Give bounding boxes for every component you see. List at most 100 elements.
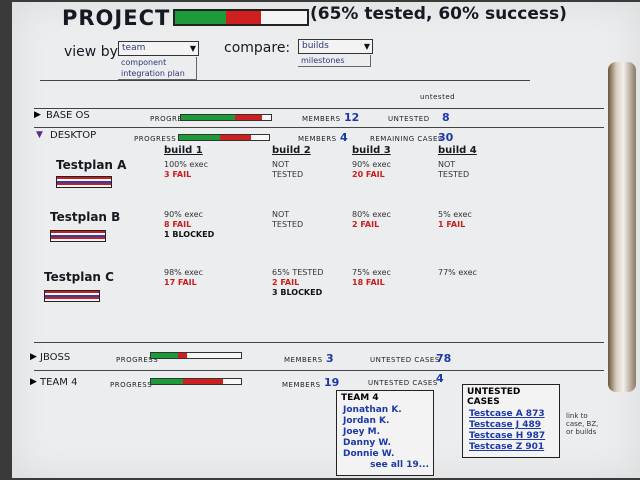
member-link[interactable]: Jonathan K. [343,405,402,415]
compare-options: milestones [298,55,371,67]
progress-pass-fill [181,115,235,120]
build-header[interactable]: build 4 [438,145,477,156]
member-link[interactable]: Joey M. [343,427,381,437]
group-name[interactable]: JBOSS [40,352,71,363]
execution-status: 90% exec [352,160,391,169]
view-by-option[interactable]: integration plan [121,69,185,78]
chevron-down-icon: ▼ [189,44,196,53]
divider [34,370,604,371]
fail-count[interactable]: 2 FAIL [272,278,300,287]
result-cell[interactable]: 77% exec [438,268,477,278]
build-header[interactable]: build 2 [272,145,311,156]
execution-status: 5% exec [438,210,472,219]
execution-status: NOT [438,160,456,169]
expand-arrow-icon[interactable]: ▶ [30,352,37,362]
group-name[interactable]: DESKTOP [50,130,97,141]
untested-cases-popup: UNTESTED CASES Testcase A 873 Testcase J… [462,384,560,458]
blocked-count[interactable]: 1 BLOCKED [164,230,215,239]
members-label: MEMBERS [302,115,341,123]
progress-fail-fill [182,379,223,384]
view-by-option[interactable]: component [121,58,167,67]
group-progress-bar [150,378,242,385]
group-progress-bar [180,114,272,121]
fail-count[interactable]: 1 FAIL [438,220,466,229]
member-link[interactable]: Donnie W. [343,449,395,459]
group-progress-bar [150,352,242,359]
testcase-link[interactable]: Testcase J 489 [469,420,541,430]
divider [34,127,604,128]
see-all-link[interactable]: see all 19... [370,460,429,470]
divider [34,108,604,109]
expand-arrow-icon[interactable]: ▶ [30,377,37,387]
untested-label: UNTESTED [388,115,430,123]
untested-count[interactable]: 78 [436,352,452,365]
progress-pass-fill [151,353,178,358]
testplan-name[interactable]: Testplan B [50,210,121,224]
project-progress-bar [173,9,309,26]
testplan-name[interactable]: Testplan A [56,158,127,172]
collapse-arrow-icon[interactable]: ▼ [36,130,43,140]
compare-select[interactable]: builds ▼ [298,39,373,54]
progress-pass-fill [179,135,220,140]
link-note: link to case, BZ, or builds [566,412,599,436]
blocked-count[interactable]: 3 BLOCKED [272,288,323,297]
fail-count[interactable]: 2 FAIL [352,220,380,229]
compare-option[interactable]: milestones [301,56,345,65]
execution-status: 75% exec [352,268,391,277]
members-count[interactable]: 3 [326,352,334,365]
untested-count[interactable]: 8 [442,111,450,124]
members-label: MEMBERS [282,381,321,389]
untested-label: UNTESTED CASES [368,379,438,387]
testcase-link[interactable]: Testcase Z 901 [469,442,545,452]
divider [40,80,530,81]
team-members-popup: TEAM 4 Jonathan K. Jordan K. Joey M. Dan… [336,390,434,476]
progress-label: PROGRESS [150,115,193,123]
fail-count[interactable]: 8 FAIL [164,220,192,229]
fail-count[interactable]: 3 FAIL [164,170,192,179]
view-by-select[interactable]: team ▼ [118,41,199,56]
progress-label: PROGRESS [110,381,153,389]
members-label: MEMBERS [298,135,337,143]
divider [34,342,604,343]
progress-fail-fill [235,115,262,120]
member-link[interactable]: Jordan K. [343,416,390,426]
members-count[interactable]: 4 [340,131,348,144]
untested-count[interactable]: 4 [436,372,444,385]
member-link[interactable]: Danny W. [343,438,391,448]
members-count[interactable]: 12 [344,111,360,124]
members-label: MEMBERS [284,356,323,364]
fail-count[interactable]: 17 FAIL [164,278,197,287]
testplan-name[interactable]: Testplan C [44,270,114,284]
build-header[interactable]: build 1 [164,145,203,156]
testcase-link[interactable]: Testcase A 873 [469,409,545,419]
view-by-options: component integration plan [118,57,197,80]
progress-pass-fill [151,379,183,384]
testcase-link[interactable]: Testcase H 987 [469,431,546,441]
fail-count[interactable]: 18 FAIL [352,278,385,287]
testplan-status-flag [56,176,112,188]
untested-label: UNTESTED CASES [370,356,440,364]
testplan-status-flag [44,290,100,302]
expand-arrow-icon[interactable]: ▶ [34,110,41,120]
progress-fail-fill [178,353,187,358]
untested-annotation: untested [420,93,456,101]
group-name[interactable]: BASE OS [46,110,90,121]
clipboard-clip [608,62,636,392]
build-header[interactable]: build 3 [352,145,391,156]
fail-count[interactable]: 20 FAIL [352,170,385,179]
remaining-count[interactable]: 30 [438,131,454,144]
group-name[interactable]: TEAM 4 [40,377,78,388]
execution-status: 100% exec [164,160,209,169]
members-count[interactable]: 19 [324,376,340,389]
